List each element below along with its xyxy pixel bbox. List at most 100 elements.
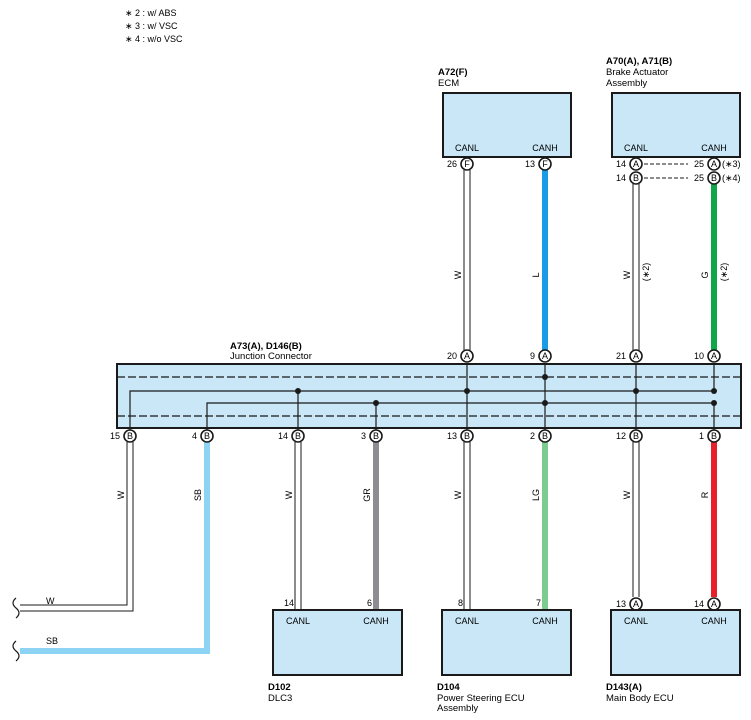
pin-conn-j-top-9: A	[542, 351, 548, 361]
wire-j4	[20, 442, 210, 654]
wire-label-exit-sb: SB	[46, 636, 58, 646]
pin-num-j-bot-14: 14	[278, 431, 288, 441]
pin-conn-j-bot-3: B	[373, 431, 379, 441]
wire-label-ps-canl: W	[453, 490, 463, 499]
main-body-box	[610, 609, 741, 676]
pin-num-j-bot-15: 15	[110, 431, 120, 441]
ecm-name: ECM	[438, 78, 459, 89]
pin-conn-brake-canl-a: A	[633, 159, 639, 169]
pin-conn-j-top-20: A	[464, 351, 470, 361]
pin-num-j-bot-12: 12	[616, 431, 626, 441]
brake-actuator-component: A70(A), A71(B) Brake Actuator Assembly C…	[606, 56, 741, 158]
ecm-component: A72(F) ECM CANL CANH	[438, 67, 572, 158]
brake-name-2: Assembly	[606, 78, 647, 89]
pin-conn-j-bot-12: B	[633, 431, 639, 441]
pin-num-j-top-21: 21	[616, 351, 626, 361]
ps-name-2: Assembly	[437, 703, 478, 714]
pin-conn-brake-canl-b: B	[633, 173, 639, 183]
pin-num-ecm-canh: 13	[525, 159, 535, 169]
pin-num-mb-canh: 14	[694, 599, 704, 609]
junction-code: A73(A), D146(B)	[230, 341, 302, 352]
note-2: ∗ 3 : w/ VSC	[125, 21, 178, 31]
dlc3-component: 14 6 CANL CANH D102 DLC3	[268, 598, 403, 704]
brake-code: A70(A), A71(B)	[606, 56, 672, 67]
pin-num-dlc3-canl: 14	[284, 598, 294, 608]
wire-label-exit-w: W	[46, 596, 55, 606]
junction-connector: A73(A), D146(B) Junction Connector	[116, 341, 742, 430]
ps-ecu-component: 8 7 CANL CANH D104 Power Steering ECU As…	[437, 598, 572, 714]
pin-conn-j-bot-4: B	[204, 431, 210, 441]
pin-num-j-bot-2: 2	[530, 431, 535, 441]
pin-conn-brake-canh-a: A	[711, 159, 717, 169]
mb-name: Main Body ECU	[606, 693, 674, 704]
dlc3-code: D102	[268, 682, 291, 693]
dlc3-box	[272, 609, 403, 676]
pin-conn-j-bot-13: B	[464, 431, 470, 441]
pin-num-ps-canl: 8	[458, 598, 463, 608]
wire-label-j4: SB	[193, 489, 203, 501]
wire-label-mb-canh: R	[700, 491, 710, 498]
notes: ∗ 2 : w/ ABS ∗ 3 : w/ VSC ∗ 4 : w/o VSC	[125, 8, 183, 44]
ecm-code: A72(F)	[438, 67, 468, 78]
pin-num-j-top-20: 20	[447, 351, 457, 361]
mb-code: D143(A)	[606, 682, 642, 693]
dlc3-canl-label: CANL	[286, 616, 310, 626]
junction-name: Junction Connector	[230, 351, 312, 362]
ecm-canl-label: CANL	[455, 143, 479, 153]
ps-ecu-box	[441, 609, 572, 676]
pin-conn-mb-canl: A	[633, 599, 639, 609]
junction-box	[116, 363, 742, 429]
wire-j15	[20, 442, 133, 611]
pin-num-j-bot-1: 1	[699, 431, 704, 441]
pin-conn-j-bot-2: B	[542, 431, 548, 441]
pin-conn-j-bot-14: B	[295, 431, 301, 441]
brake-canh-label: CANH	[701, 143, 727, 153]
brake-canl-label: CANL	[624, 143, 648, 153]
brake-name-1: Brake Actuator	[606, 67, 668, 78]
ps-canh-label: CANH	[532, 616, 558, 626]
brake-box	[611, 92, 741, 158]
mb-canh-label: CANH	[701, 616, 727, 626]
wire-label-dlc-canl: W	[284, 490, 294, 499]
wire-label-ecm-canh: L	[531, 272, 541, 277]
pin-conn-j-top-10: A	[711, 351, 717, 361]
ps-code: D104	[437, 682, 460, 693]
wire-label-dlc-canh: GR	[362, 488, 372, 502]
pin-num-j-bot-13: 13	[447, 431, 457, 441]
pin-num-j-top-10: 10	[694, 351, 704, 361]
note-1: ∗ 2 : w/ ABS	[125, 8, 177, 18]
pin-num-brake-canl-b: 14	[616, 173, 626, 183]
pin-num-brake-canh-b: 25	[694, 173, 704, 183]
pin-conn-ecm-canl: F	[464, 159, 470, 169]
pin-conn-j-top-21: A	[633, 351, 639, 361]
pin-num-mb-canl: 13	[616, 599, 626, 609]
pin-num-dlc3-canh: 6	[367, 598, 372, 608]
dlc3-name: DLC3	[268, 693, 292, 704]
ecm-box	[442, 92, 572, 158]
wire-label-ps-canh: LG	[531, 489, 541, 501]
wire-label-j15: W	[116, 490, 126, 499]
pin-conn-mb-canh: A	[711, 599, 717, 609]
main-body-ecu-component: 13 A 14 A CANL CANH D143(A) Main Body EC…	[606, 597, 741, 704]
upper-wires: W L W (∗2) G (∗2)	[453, 170, 729, 350]
pin-num-ps-canh: 7	[536, 598, 541, 608]
brake-pins: 14 A 14 B 25 A (∗3) 25 B (∗4)	[616, 157, 741, 185]
dlc3-canh-label: CANH	[363, 616, 389, 626]
pin-conn-ecm-canh: F	[542, 159, 548, 169]
ecm-pins: 26 F 13 F	[447, 157, 552, 171]
pin-num-j-top-9: 9	[530, 351, 535, 361]
mb-canl-label: CANL	[624, 616, 648, 626]
pin-num-j-bot-3: 3	[361, 431, 366, 441]
pin-conn-brake-canh-b: B	[711, 173, 717, 183]
pin-num-ecm-canl: 26	[447, 159, 457, 169]
junction-bottom-pins: 15 B 4 B 14 B 3 B 13 B 2 B 12 B 1 B	[110, 429, 721, 443]
ecm-canh-label: CANH	[532, 143, 558, 153]
wire-label-mb-canl: W	[622, 490, 632, 499]
pin-num-j-bot-4: 4	[192, 431, 197, 441]
ps-name-1: Power Steering ECU	[437, 693, 525, 704]
wire-note-brake-canl: (∗2)	[641, 263, 651, 282]
note-3: ∗ 4 : w/o VSC	[125, 34, 183, 44]
lower-wires: W SB W GR W LG W R W SB	[12, 442, 717, 662]
pin-conn-j-bot-1: B	[711, 431, 717, 441]
